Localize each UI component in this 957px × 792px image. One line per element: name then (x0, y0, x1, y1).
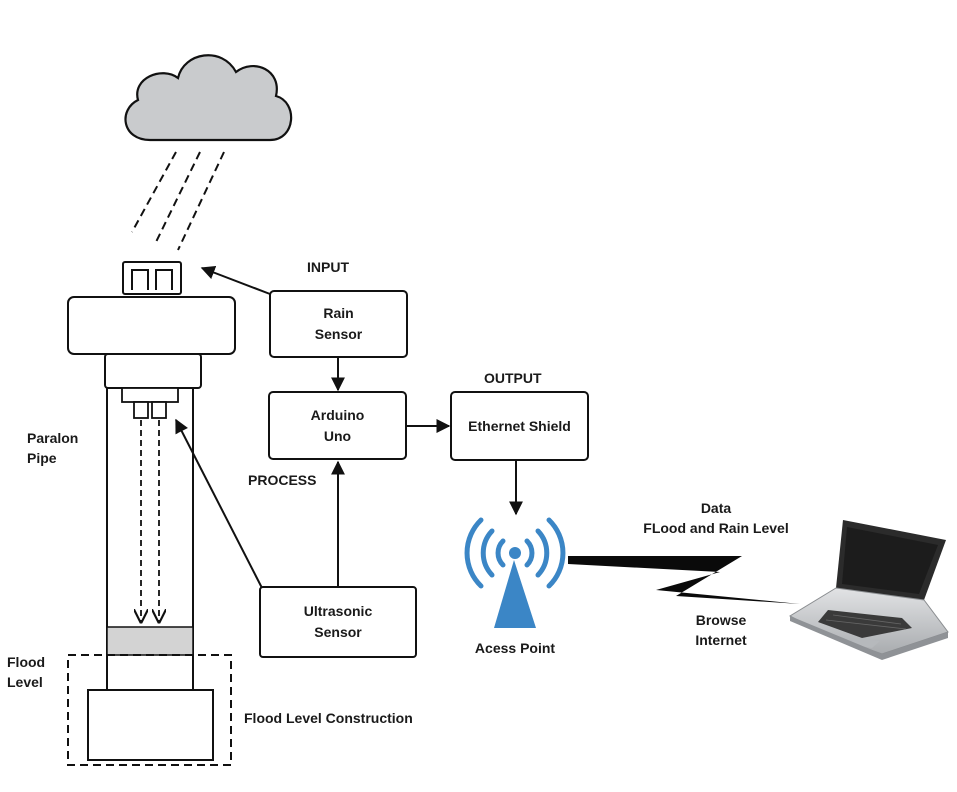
flood-level-construction-label: Flood Level Construction (244, 710, 413, 726)
ethernet-shield-box (450, 391, 589, 461)
rain-sensor-icon (122, 261, 182, 295)
arrow-ultrasonic-to-module (175, 418, 263, 589)
data-label: Data (700, 500, 732, 516)
process-label: PROCESS (248, 472, 317, 488)
laptop-icon (788, 520, 949, 660)
input-label: INPUT (307, 259, 349, 275)
lightning-bolt-icon (568, 556, 800, 604)
ethernet-shield-box-text: Ethernet Shield (468, 417, 571, 434)
output-label: OUTPUT (484, 370, 542, 386)
ultrasonic-module (121, 387, 179, 419)
flood-level-zone (67, 654, 232, 766)
water-level (106, 626, 194, 656)
browse-internet-label: Browse Internet (695, 612, 747, 648)
paralon-pipe-label: Paralon Pipe (27, 430, 79, 466)
flood-level-construction-block (87, 689, 214, 761)
ultrasonic-beams (141, 420, 159, 622)
arduino-uno-box-text: Arduino Uno (310, 406, 365, 444)
flood-and-rain-level-label: FLood and Rain Level (643, 520, 789, 536)
process-boxes (259, 290, 589, 658)
access-point-label: Acess Point (474, 640, 556, 656)
arrow-rain-sensor-to-device (200, 265, 271, 295)
rain-sensor-box-text: Rain Sensor (314, 305, 363, 342)
flood-level-label: Flood Level (7, 654, 46, 690)
ultrasonic-sensor-box-text: Ultrasonic Sensor (303, 603, 373, 640)
pipe-cap (67, 296, 236, 389)
rain-lines (131, 151, 225, 251)
connection-arrows (175, 265, 523, 589)
cloud-icon (124, 54, 293, 142)
wifi-antenna-icon (464, 517, 566, 628)
